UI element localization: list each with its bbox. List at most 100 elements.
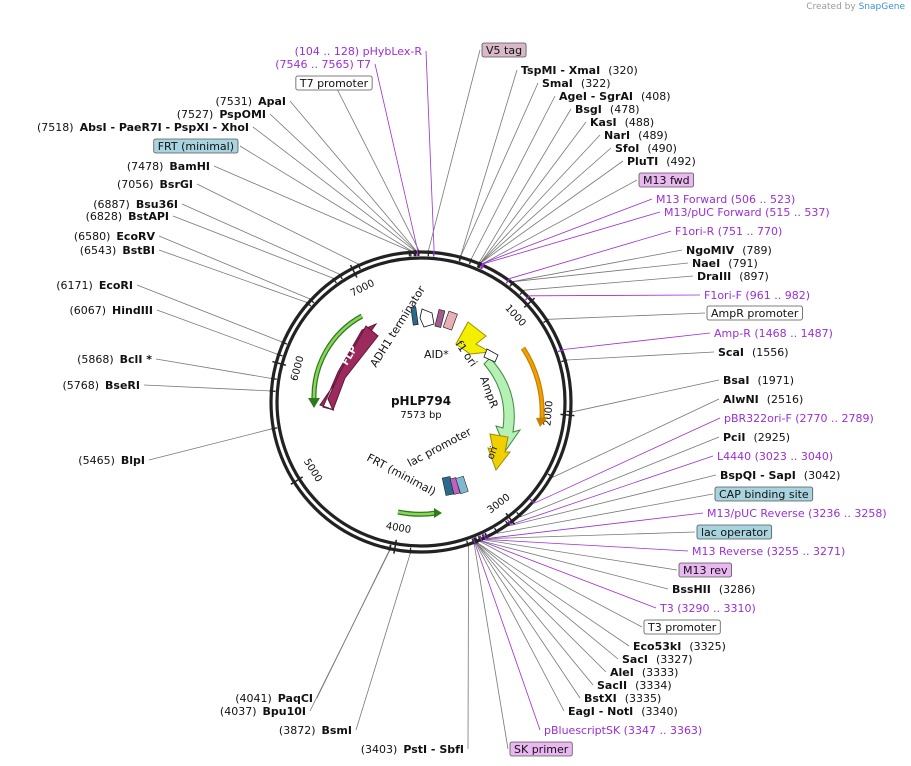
- size-tick-mark: [505, 512, 516, 525]
- size-tick-mark: [560, 413, 575, 417]
- leader-line: [475, 543, 565, 712]
- flp-arrow-body: [327, 325, 379, 412]
- enzyme-position: (2516): [767, 393, 804, 406]
- enzyme-site-label: BssHII(3286): [672, 583, 755, 596]
- feature-box-text: M13 fwd: [643, 174, 690, 187]
- feature-box-label: M13 fwd: [638, 172, 695, 188]
- leader-line: [482, 198, 653, 264]
- primer-label: (104 .. 128) pHybLex-R: [295, 45, 423, 58]
- enzyme-site-label: NarI(489): [604, 129, 668, 142]
- enzyme-site-label: BseRI(5768): [62, 379, 140, 392]
- enzyme-position: (7531): [216, 95, 253, 108]
- enzyme-name: DraIII: [697, 270, 731, 283]
- feature-box-label: FRT (minimal): [153, 138, 239, 154]
- adh1-terminator-label: ADH1 terminator: [368, 283, 429, 369]
- leader-line: [480, 541, 643, 628]
- enzyme-site-label: Bsu36I(6887): [93, 198, 178, 211]
- feature-box: [295, 75, 373, 91]
- enzyme-site-label: SfoI(490): [615, 142, 677, 155]
- site-marker: [458, 255, 462, 262]
- adh1-terminator-arc-inner: [312, 314, 363, 401]
- site-marker: [506, 519, 512, 525]
- feature-box: [678, 562, 732, 578]
- leader-line: [483, 211, 661, 265]
- site-marker: [561, 359, 568, 363]
- site-marker: [529, 498, 535, 504]
- enzyme-position: (3327): [656, 653, 693, 666]
- feature-box-label: AmpR promoter: [706, 305, 803, 321]
- size-tick-label: 6000: [289, 355, 306, 382]
- enzyme-site-label: BspQI - SapI(3042): [720, 469, 840, 482]
- site-marker: [476, 261, 481, 268]
- leader-line: [480, 147, 612, 263]
- site-markers: [269, 250, 573, 554]
- enzyme-name: SacII: [597, 679, 627, 692]
- enzyme-name: SfoI: [615, 142, 639, 155]
- enzyme-site-label: EcoRV(6580): [74, 230, 156, 243]
- site-marker: [472, 538, 476, 545]
- leader-line: [497, 493, 714, 534]
- primer-label: pBluescriptSK (3347 .. 3363): [544, 724, 702, 737]
- enzyme-position: (1556): [752, 346, 789, 359]
- plasmid-size: 7573 bp: [400, 410, 441, 421]
- enzyme-site-label: AleI(3333): [610, 666, 678, 679]
- site-marker: [338, 273, 343, 280]
- feature-box: [714, 486, 814, 502]
- enzyme-position: (320): [608, 64, 638, 77]
- enzyme-name: BsrGI: [160, 178, 193, 191]
- enzyme-site-label: BstXI(3335): [584, 692, 661, 705]
- enzyme-position: (5868): [77, 353, 114, 366]
- frt-minimal-arrowhead: [434, 508, 442, 518]
- enzyme-site-label: BsgI(478): [575, 103, 640, 116]
- site-marker: [494, 527, 499, 534]
- enzyme-name: BstAPI: [128, 210, 169, 223]
- ampr-feature: [483, 357, 522, 452]
- enzyme-name: PspOMI: [219, 108, 266, 121]
- leader-line: [136, 284, 282, 343]
- primer-label: M13 Reverse (3255 .. 3271): [692, 545, 845, 558]
- enzyme-name: BclI *: [120, 353, 153, 366]
- feature-box-label: lac operator: [696, 524, 773, 540]
- leader-line: [355, 553, 411, 731]
- enzyme-site-label: BamHI(7478): [127, 160, 210, 173]
- enzyme-name: EcoRV: [116, 230, 155, 243]
- enzyme-position: (3872): [279, 724, 316, 737]
- enzyme-position: (2925): [753, 431, 790, 444]
- leader-line: [476, 543, 607, 673]
- leader-line: [289, 100, 417, 251]
- leader-line: [552, 398, 720, 478]
- leader-line: [471, 95, 556, 259]
- primer-label: T3 (3290 .. 3310): [659, 602, 756, 615]
- enzyme-name: TspMI - XmaI: [521, 64, 600, 77]
- ori-label: ori: [485, 445, 500, 461]
- enzyme-site-label: HindIII(6067): [69, 304, 153, 317]
- feature-box: [696, 524, 773, 540]
- site-marker: [547, 473, 554, 478]
- leader-line: [509, 230, 672, 279]
- size-tick-mark: [272, 360, 287, 366]
- enzyme-position: (3403): [361, 743, 398, 756]
- aid-label: AID*: [424, 348, 449, 361]
- leader-line: [523, 275, 694, 291]
- site-marker: [281, 341, 288, 345]
- leader-line: [513, 249, 683, 282]
- leader-line: [479, 108, 572, 263]
- leader-line: [196, 183, 358, 265]
- enzyme-name: Eco53kI: [633, 640, 681, 653]
- primer-label: pBR322ori-F (2770 .. 2789): [724, 412, 874, 425]
- site-marker: [519, 289, 525, 296]
- site-marker: [271, 427, 278, 430]
- size-tick-mark: [393, 539, 398, 554]
- feature-box: [706, 305, 803, 321]
- enzyme-name: BamHI: [169, 160, 210, 173]
- enzyme-site-label: BstBI(6543): [80, 244, 155, 257]
- feature-box: [509, 741, 573, 757]
- leader-line: [252, 126, 415, 251]
- feature-box-text: AmpR promoter: [711, 307, 799, 320]
- credit-prefix: Created by: [806, 2, 856, 12]
- enzyme-site-label: ScaI(1556): [718, 346, 789, 359]
- leader-line: [572, 379, 720, 413]
- backbone-outer-strand: [269, 250, 573, 554]
- enzyme-site-label: SmaI(322): [542, 77, 611, 90]
- site-marker: [468, 258, 473, 265]
